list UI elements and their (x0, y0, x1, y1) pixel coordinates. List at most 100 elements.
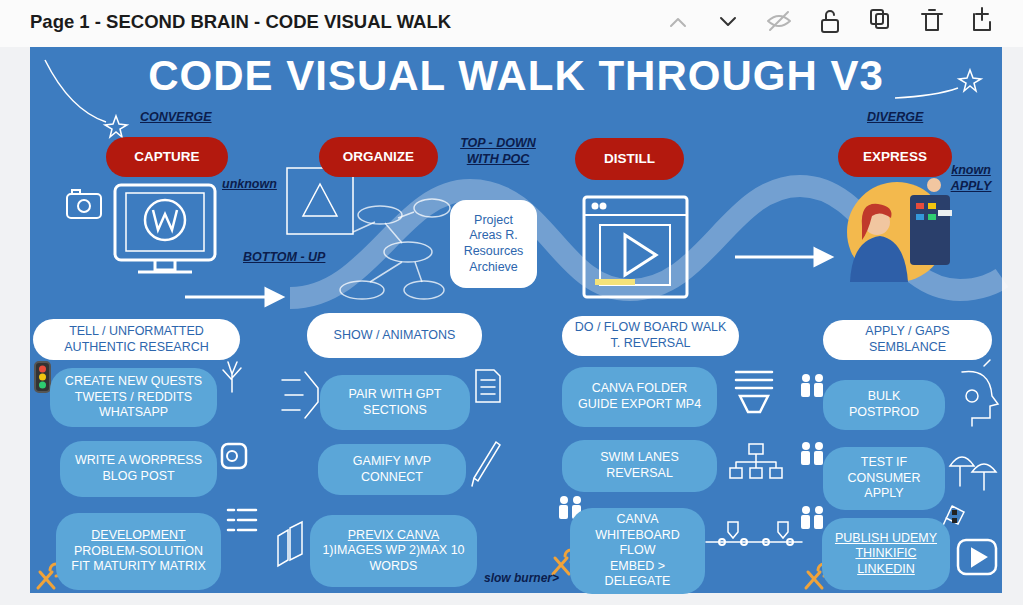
video-monitor-icon (584, 197, 687, 297)
video-monitor-icon (584, 214, 687, 216)
small-icons (730, 444, 782, 478)
node-text: TEST IF CONSUMER APPLY (832, 455, 936, 502)
web-monitor-icon (115, 185, 215, 272)
small-icons (282, 372, 318, 418)
people-icons (814, 383, 823, 397)
small-icons (741, 539, 747, 545)
small-icons (736, 372, 772, 412)
task-pill: WRITE A WORPRESS BLOG POST (60, 441, 217, 497)
node-text: TELL / UNFORMATTED AUTHENTIC RESEARCH (42, 324, 231, 355)
stage-pill: EXPRESS (838, 137, 952, 177)
small-icons (278, 522, 302, 566)
small-icons (958, 540, 996, 574)
small-icons (227, 451, 237, 461)
node-text: WRITE A WORPRESS BLOG POST (69, 453, 208, 484)
node-text: PAIR WITH GPT SECTIONS (329, 387, 461, 418)
web-monitor-icon (153, 210, 177, 230)
people-icons (815, 374, 823, 382)
video-monitor-icon (593, 204, 597, 208)
node-text: PROBLEM-SOLUTION FIT MATURITY MATRIX (65, 544, 212, 575)
people-icons (802, 506, 810, 514)
people-icons (815, 442, 823, 450)
node-text: Project Areas R. Resources Archieve (459, 213, 528, 276)
title: CODE VISUAL WALK THROUGH V3 (30, 52, 1002, 100)
node-text: 1)IMAGES WP 2)MAX 10 WORDS (319, 543, 468, 574)
page-heading: Page 1 - SECOND BRAIN - CODE VISUAL WALK (30, 11, 451, 33)
small-icons (222, 444, 246, 468)
sparkle-lines (105, 116, 127, 137)
people-icons (801, 515, 810, 529)
mind-map (414, 199, 450, 217)
small-icons (472, 442, 500, 486)
small-icons (39, 374, 46, 381)
people-icons (573, 496, 581, 504)
stage-pill: ORGANIZE (319, 137, 438, 177)
toolbar-icons (871, 10, 883, 24)
node-text: EMBED > DELEGATE (579, 559, 696, 590)
node-text: DO / FLOW BOARD WALK T. REVERSAL (571, 320, 730, 351)
person-illustration (847, 178, 952, 282)
shape-box-icon (287, 168, 353, 234)
people-icons (801, 451, 810, 465)
node-text: PREVIX CANVA (348, 528, 439, 544)
people-icons (802, 442, 810, 450)
people-icons (814, 515, 823, 529)
people-icons (815, 506, 823, 514)
arrows (735, 256, 815, 259)
video-monitor-icon (625, 235, 656, 275)
annotation: BOTTOM - UP (243, 249, 325, 265)
node-text: ORGANIZE (343, 149, 414, 166)
node-text: SHOW / ANIMATONS (334, 328, 456, 344)
node-text: GAMIFY MVP CONNECT (327, 454, 457, 485)
toolbar-icons (974, 8, 990, 30)
people-icons (559, 505, 568, 519)
toolbar-icons (768, 12, 790, 30)
annotation: slow burner> (484, 571, 559, 585)
mind-map (340, 199, 450, 299)
stage-pill: CAPTURE (106, 137, 228, 177)
person-illustration (910, 195, 950, 265)
person-illustration (928, 214, 936, 220)
small-icons (35, 362, 50, 392)
arrows (185, 296, 266, 299)
small-icons (39, 366, 46, 373)
people-icons (801, 383, 810, 397)
video-monitor-icon (601, 204, 605, 208)
node-text: CREATE NEW QUESTS TWEETS / REDDITS WHATS… (59, 374, 208, 421)
task-pill: PREVIX CANVA1)IMAGES WP 2)MAX 10 WORDS (310, 515, 477, 587)
person-illustration (938, 210, 952, 216)
small-icons (763, 539, 769, 545)
small-icons (223, 362, 241, 392)
sparkle-lines (959, 70, 981, 91)
task-pill: SWIM LANES REVERSAL (562, 440, 717, 492)
shape-box-icon (303, 184, 337, 216)
annotation: unknown (222, 176, 277, 192)
node-text: BULK POSTPROD (832, 389, 936, 420)
camera-icon (72, 190, 80, 194)
toolbar-icons (671, 19, 685, 26)
web-monitor-icon (115, 185, 215, 260)
toolbar-icons (922, 10, 942, 30)
small-icons (972, 549, 986, 566)
toolbar-icons (826, 11, 834, 20)
small-icons (952, 510, 957, 515)
person-illustration (850, 236, 908, 282)
sparkle-lines (45, 60, 106, 122)
camera-icon (67, 194, 101, 218)
task-pill: PAIR WITH GPT SECTIONS (320, 375, 470, 430)
node-text: DEVELOPMENT (91, 528, 185, 544)
mind-map (384, 242, 432, 262)
small-icons (787, 539, 793, 545)
video-monitor-icon (595, 279, 635, 285)
node-text: CANVA WHITEBOARD FLOW (579, 512, 696, 559)
small-icons (39, 382, 46, 389)
task-pill: DEVELOPMENTPROBLEM-SOLUTION FIT MATURITY… (56, 513, 221, 590)
toolbar-icons (671, 8, 990, 32)
sparkle-lines (895, 88, 958, 98)
video-monitor-icon (584, 197, 687, 297)
node-text: PUBLISH UDEMY THINKIFIC LINKEDIN (831, 531, 941, 578)
mind-map (404, 281, 444, 299)
task-pill: CREATE NEW QUESTS TWEETS / REDDITS WHATS… (50, 368, 217, 427)
people-icons (814, 451, 823, 465)
